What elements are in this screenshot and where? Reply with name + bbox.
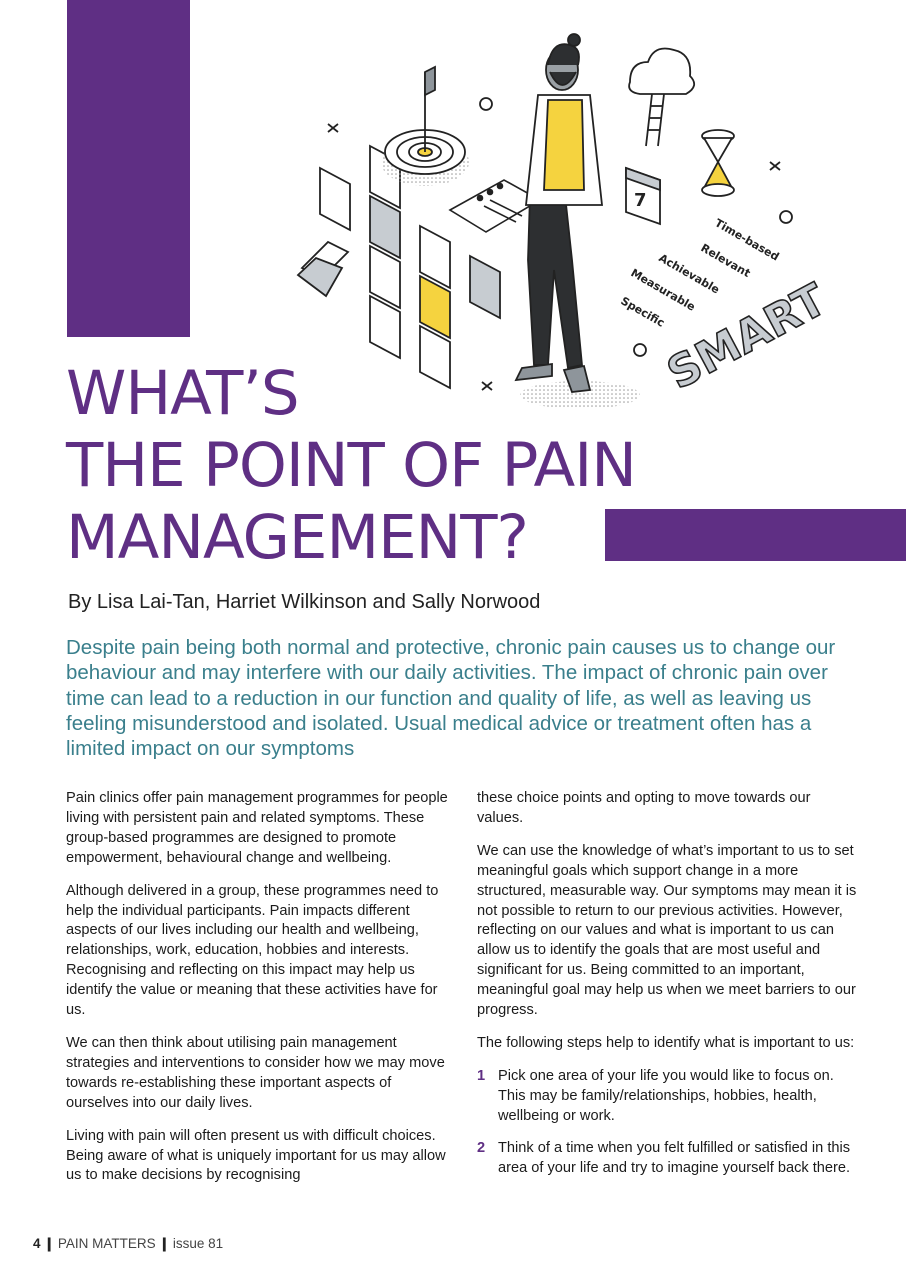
- byline: By Lisa Lai-Tan, Harriet Wilkinson and S…: [68, 591, 541, 613]
- issue-label: issue 81: [172, 1236, 224, 1251]
- paragraph: these choice points and opting to move t…: [477, 790, 811, 826]
- target-icon: [381, 65, 469, 186]
- step-number: 1: [477, 1067, 486, 1084]
- step-text: Pick one area of your life you would lik…: [498, 1067, 834, 1124]
- publication-name: PAIN MATTERS: [57, 1236, 156, 1251]
- paragraph: We can then think about utilising pain m…: [66, 1034, 445, 1111]
- cards-grid-icon: [319, 144, 501, 390]
- svg-text:Relevant: Relevant: [699, 241, 753, 280]
- step-item: 2 Think of a time when you felt fulfille…: [477, 1139, 859, 1179]
- page-footer: 4❙PAIN MATTERS❙issue 81: [33, 1236, 223, 1252]
- svg-text:7: 7: [634, 190, 647, 211]
- svg-text:Specific: Specific: [619, 294, 667, 329]
- page-title: WHAT’S THE POINT OF PAIN MANAGEMENT?: [66, 358, 637, 574]
- paragraph: Pain clinics offer pain management progr…: [66, 790, 448, 866]
- paragraph: Although delivered in a group, these pro…: [66, 882, 439, 1019]
- page-number: 4: [33, 1236, 41, 1251]
- document-card-icon: [448, 179, 542, 233]
- cloud-ladder-icon: [628, 47, 696, 147]
- step-item: 1 Pick one area of your life you would l…: [477, 1067, 859, 1127]
- decorative-marks: [327, 97, 793, 391]
- left-column: Pain clinics offer pain management progr…: [66, 789, 452, 1199]
- man-thinking-icon: [514, 33, 640, 409]
- decorative-purple-bar-top: [67, 0, 190, 337]
- separator: ❙: [43, 1236, 55, 1251]
- title-line-3: MANAGEMENT?: [66, 502, 529, 573]
- paragraph: Living with pain will often present us w…: [66, 1127, 446, 1184]
- standfirst: Despite pain being both normal and prote…: [66, 636, 836, 761]
- step-text: Think of a time when you felt fulfilled …: [498, 1139, 851, 1176]
- title-line-2: THE POINT OF PAIN: [66, 430, 637, 501]
- separator: ❙: [158, 1236, 170, 1251]
- smart-3d-text: SMART: [659, 274, 834, 400]
- decorative-purple-bar-right: [605, 509, 906, 561]
- paragraph: The following steps help to identify wha…: [477, 1034, 855, 1051]
- hourglass-icon: [701, 129, 735, 197]
- title-line-1: WHAT’S: [66, 358, 300, 429]
- smart-goals-illustration: 7 Time-based Relevant Achievable Measura…: [296, 33, 835, 409]
- right-column: these choice points and opting to move t…: [477, 789, 859, 1190]
- calendar-icon: 7: [625, 166, 661, 226]
- step-number: 2: [477, 1139, 486, 1156]
- folder-icon: [296, 240, 350, 298]
- paragraph: We can use the knowledge of what’s impor…: [477, 842, 857, 1019]
